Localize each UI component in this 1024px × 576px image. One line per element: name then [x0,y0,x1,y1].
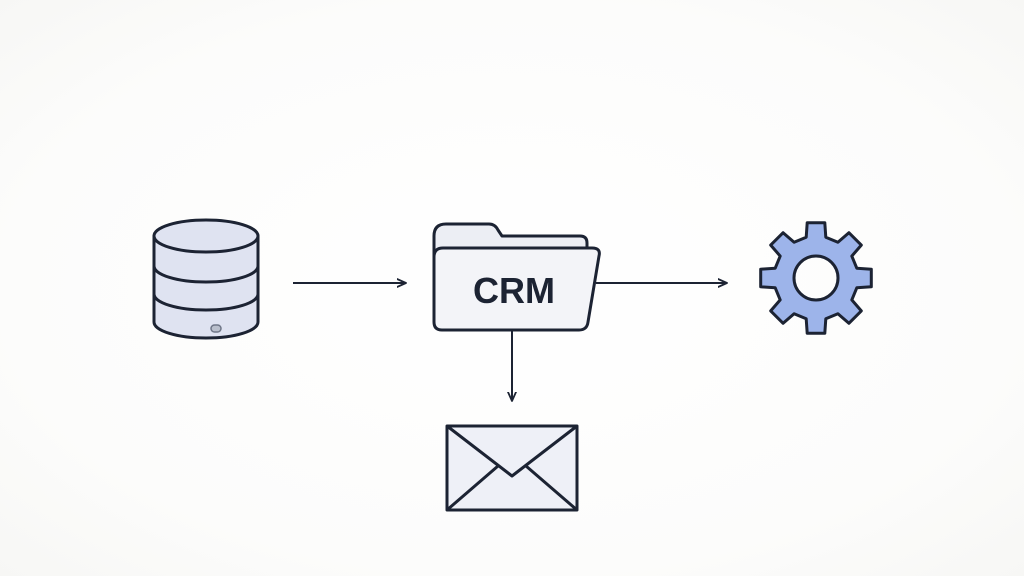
gear-icon [759,221,873,335]
envelope-icon [445,424,579,512]
database-icon [152,218,260,340]
crm-label: CRM [473,270,555,311]
database-indicator [210,324,222,333]
folder-icon [432,222,601,332]
